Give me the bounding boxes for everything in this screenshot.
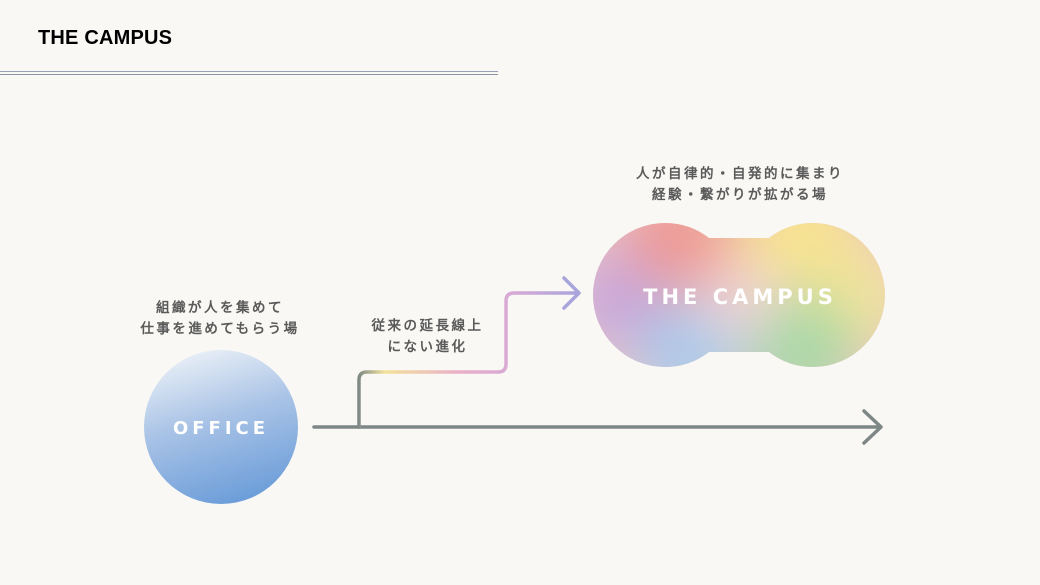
page-title: THE CAMPUS [38,27,173,49]
office-label: OFFICE [173,418,269,439]
campus-caption-line-2: 経験・繋がりが拡がる場 [652,187,828,203]
office-caption-line-2: 仕事を進めてもらう場 [140,321,300,337]
office-circle [144,350,298,504]
campus-caption-line-1: 人が自律的・自発的に集まり [636,166,844,182]
evolution-caption-line-2: にない進化 [387,339,468,355]
header-divider [0,71,498,72]
campus-caption: 人が自律的・自発的に集まり 経験・繋がりが拡がる場 [590,164,890,206]
axis-arrowhead [862,409,883,445]
evolution-caption-line-1: 従来の延長線上 [371,318,484,334]
campus-blob [593,223,885,367]
evolution-path [357,291,580,429]
evolution-caption: 従来の延長線上 にない進化 [340,316,515,358]
evolution-arrowhead [562,276,581,310]
office-caption-line-1: 組織が人を集めて [156,300,284,316]
campus-label: THE CAMPUS [643,285,837,309]
header-divider-secondary [0,74,498,75]
office-caption: 組織が人を集めて 仕事を進めてもらう場 [120,298,320,340]
